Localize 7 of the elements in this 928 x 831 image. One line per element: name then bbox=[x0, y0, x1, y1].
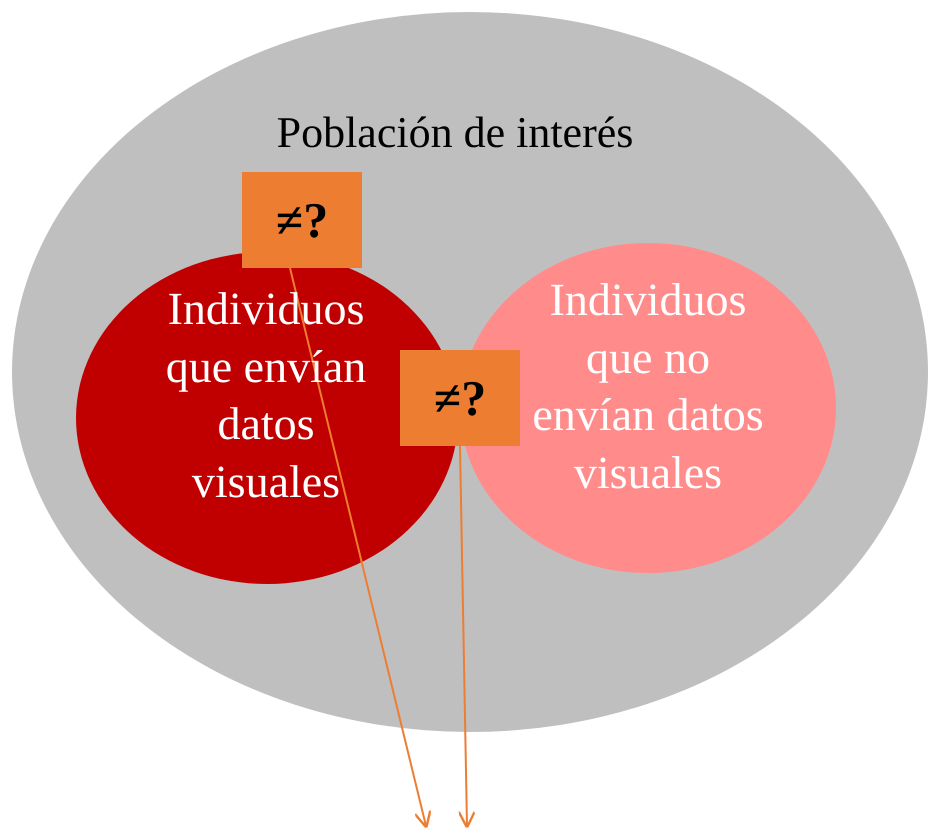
comparison-box: ≠? bbox=[400, 350, 520, 446]
ellipse-title: Población de interés bbox=[276, 107, 634, 159]
circle-label: Individuos que no envían datos visuales bbox=[531, 273, 765, 500]
arrow bbox=[289, 268, 432, 829]
circle-label: Individuos que envían datos visuales bbox=[164, 282, 368, 508]
arrow bbox=[458, 446, 476, 829]
comparison-box: ≠? bbox=[242, 172, 362, 268]
